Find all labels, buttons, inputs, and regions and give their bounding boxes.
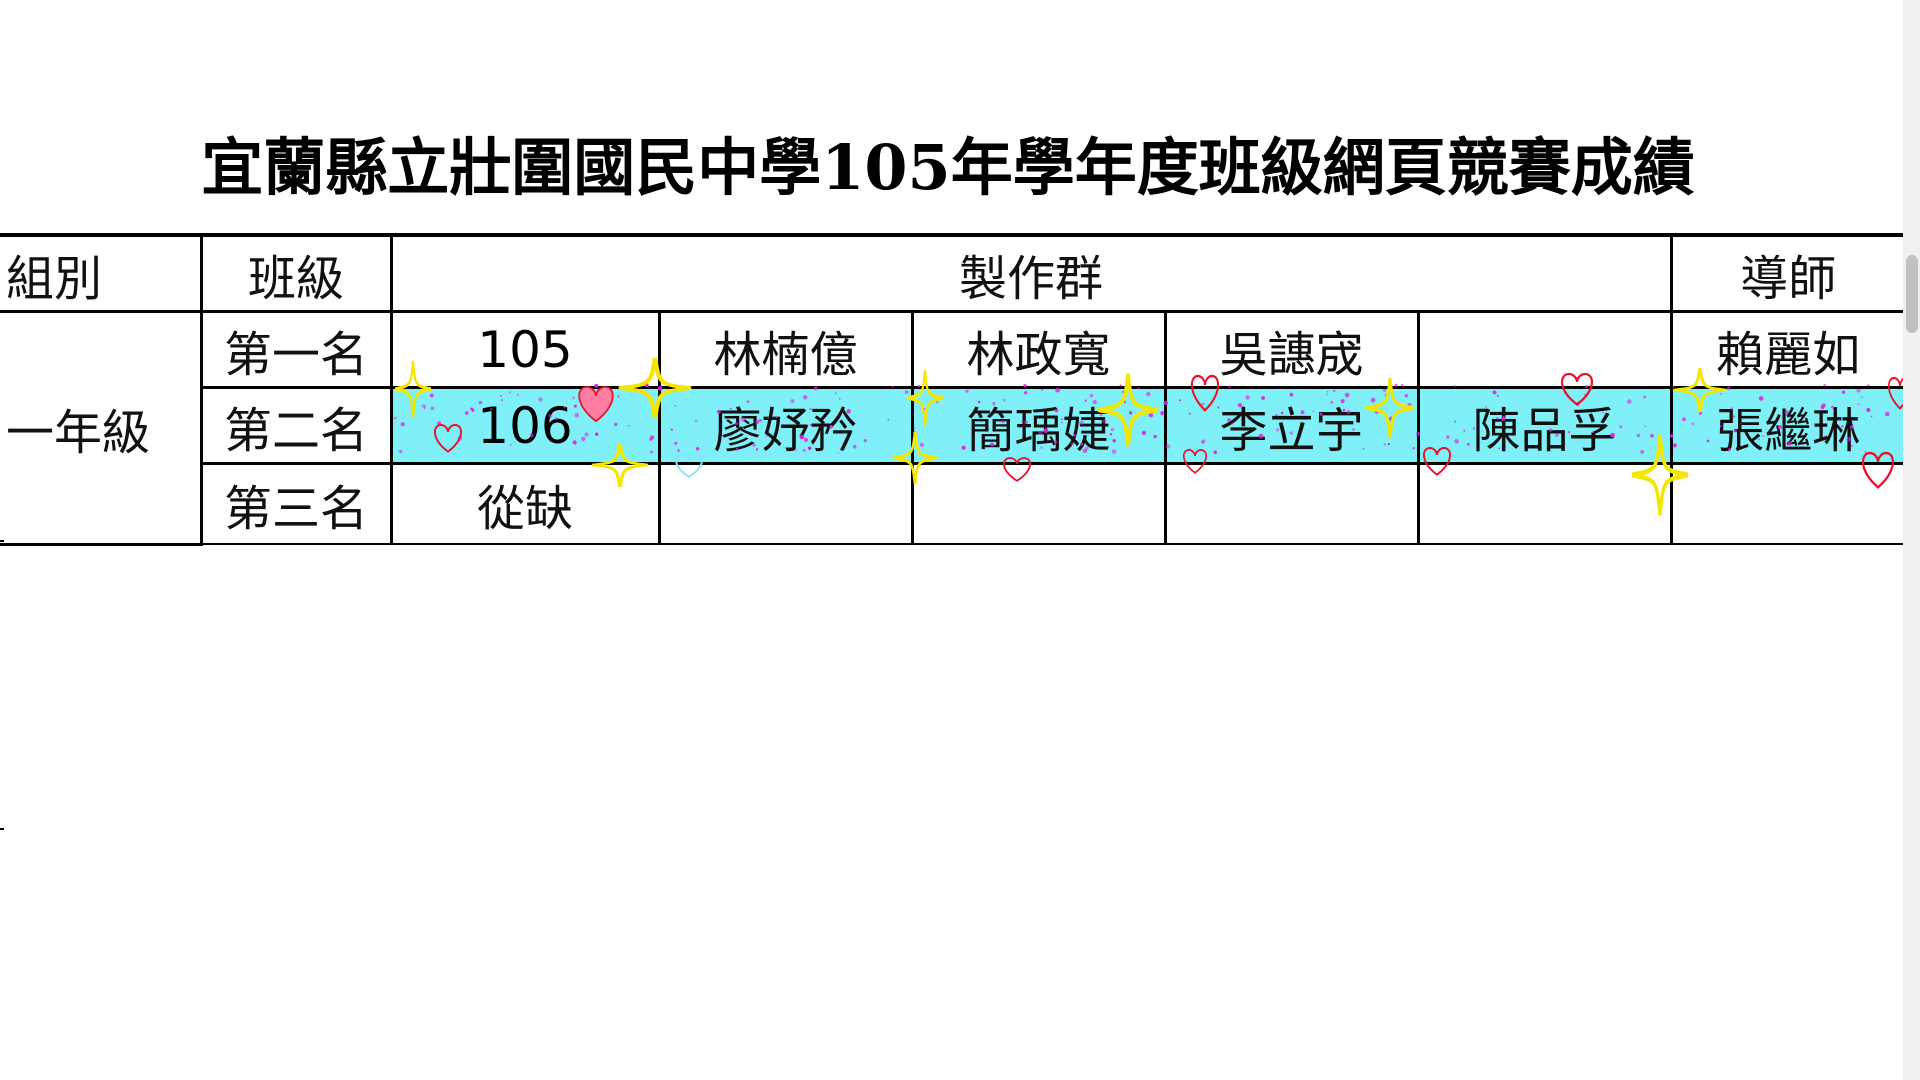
member-cell: 簡瑀婕 <box>910 386 1167 465</box>
edge-mark <box>0 828 4 830</box>
header-group: 組別 <box>0 233 203 313</box>
member-cell: 林楠億 <box>657 310 914 389</box>
group-name: 一年級 <box>0 310 203 546</box>
class-cell: 106 <box>389 386 661 465</box>
class-cell: 105 <box>389 310 661 389</box>
member-cell <box>1416 462 1673 545</box>
header-row: 組別 班級 製作群 導師 <box>0 233 1905 313</box>
teacher-cell: 張繼琳 <box>1669 386 1905 465</box>
header-producers: 製作群 <box>389 233 1673 313</box>
class-cell: 從缺 <box>389 462 661 545</box>
rank-cell: 第二名 <box>199 386 393 465</box>
member-cell: 林政寬 <box>910 310 1167 389</box>
teacher-cell <box>1669 462 1905 545</box>
member-cell <box>910 462 1167 545</box>
rank-cell: 第三名 <box>199 462 393 545</box>
member-cell: 陳品孚 <box>1416 386 1673 465</box>
member-cell: 吳譓宬 <box>1163 310 1420 389</box>
member-cell: 廖妤矜 <box>657 386 914 465</box>
edge-mark <box>0 540 4 542</box>
member-cell <box>1163 462 1420 545</box>
member-cell: 李立宇 <box>1163 386 1420 465</box>
header-teacher: 導師 <box>1669 233 1905 313</box>
table-row-highlighted: 第二名 106 廖妤矜 簡瑀婕 李立宇 陳品孚 張繼琳 <box>0 386 1905 465</box>
table-row: 一年級 第一名 105 林楠億 林政寬 吳譓宬 賴麗如 <box>0 310 1905 546</box>
vertical-scrollbar[interactable] <box>1903 0 1920 1080</box>
scrollbar-thumb[interactable] <box>1906 255 1918 333</box>
header-class: 班級 <box>199 233 393 313</box>
teacher-cell: 賴麗如 <box>1669 310 1905 389</box>
rank-cell: 第一名 <box>199 310 393 389</box>
member-cell <box>657 462 914 545</box>
member-cell <box>1416 310 1673 389</box>
results-table: 組別 班級 製作群 導師 一年級 第一名 105 林楠億 林政寬 吳譓宬 賴麗如… <box>0 233 1905 546</box>
table-row: 第三名 從缺 <box>0 462 1905 545</box>
page-title: 宜蘭縣立壯圍國民中學105年學年度班級網頁競賽成績 <box>201 131 1695 204</box>
